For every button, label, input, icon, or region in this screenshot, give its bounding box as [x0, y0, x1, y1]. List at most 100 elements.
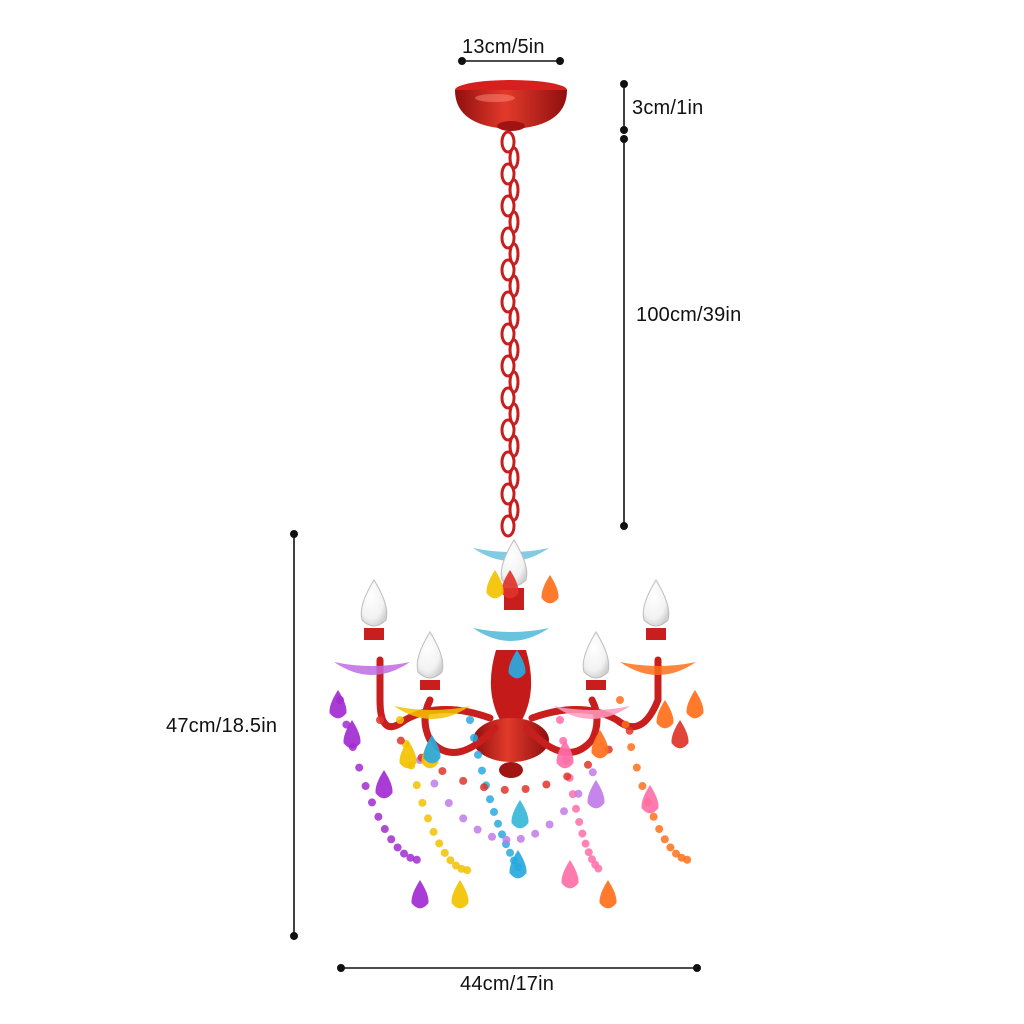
chandelier-arm [376, 656, 494, 731]
crystal-bead [616, 696, 624, 704]
crystal-bead [563, 772, 572, 781]
chain-link [500, 354, 516, 378]
crystal-bead [494, 819, 502, 828]
crystal-bead [393, 843, 402, 852]
crystal-bead [374, 812, 383, 821]
crystal-bead [488, 832, 496, 841]
bobeche-cup [394, 706, 470, 719]
chain-link [500, 482, 516, 506]
crystal-bead [444, 799, 453, 808]
crystal-teardrop [591, 730, 609, 759]
crystal-drops [329, 570, 704, 909]
crystal-bead [400, 849, 408, 858]
chain-length-label: 100cm/39in [636, 304, 742, 326]
chain-link [500, 450, 516, 474]
crystal-bead [361, 782, 370, 791]
crystal-bead [498, 830, 506, 839]
crystal-bead [387, 835, 396, 844]
chain-link [500, 290, 516, 314]
crystal-teardrop [423, 735, 441, 764]
canopy-diameter-label: 13cm/5in [462, 36, 545, 58]
suspension-chain [500, 130, 520, 538]
crystal-bead [672, 849, 680, 858]
crystal-teardrop [501, 570, 519, 599]
chain-link [500, 386, 516, 410]
dimension-lines [289, 56, 701, 972]
chain-link [500, 162, 516, 186]
crystal-bead [584, 848, 593, 857]
crystal-bead [560, 807, 568, 816]
crystal-bead [368, 798, 376, 807]
bulb [360, 579, 388, 627]
crystal-bead [521, 784, 530, 793]
canopy-height-label: 3cm/1in [632, 97, 704, 119]
center-glass-column [490, 650, 532, 720]
candle-sleeve [420, 680, 440, 690]
crystal-bead [440, 848, 449, 857]
crystal-bead [666, 843, 675, 852]
crystal-bead [438, 767, 447, 776]
crystal-bead [470, 733, 478, 742]
crystal-bead [542, 780, 551, 789]
crystal-bead [480, 783, 488, 792]
candle-sleeve [646, 628, 666, 640]
crystal-bead [556, 716, 564, 724]
crystal-bead [574, 789, 583, 798]
chain-link [500, 258, 516, 282]
crystal-teardrop [671, 720, 689, 749]
crystal-bead [572, 804, 580, 813]
crystal-teardrop [508, 650, 526, 679]
bulb [416, 631, 444, 679]
crystal-bead [502, 835, 511, 844]
crystal-bead [459, 776, 468, 785]
crystal-bead [446, 856, 455, 865]
crystal-bead [473, 825, 482, 834]
crystal-bead [627, 743, 636, 752]
crystal-teardrop [561, 860, 579, 889]
crystal-bead [424, 814, 432, 823]
crystal-bead [474, 750, 482, 759]
chain-link [500, 322, 516, 346]
crystal-bead [430, 779, 439, 788]
body-width-label: 44cm/17in [460, 973, 555, 995]
crystal-teardrop [556, 740, 574, 769]
crystal-bead [575, 817, 584, 826]
crystal-bead [478, 766, 486, 775]
crystal-bead [463, 866, 472, 875]
crystal-teardrop [375, 770, 393, 799]
bulb [642, 579, 670, 627]
bobeche-cup [334, 662, 410, 675]
bobeche-cup [554, 706, 630, 719]
crystal-teardrop [509, 850, 527, 879]
chain-link [500, 194, 516, 218]
crystal-bead [660, 835, 669, 844]
crystal-bead [594, 864, 603, 873]
crystal-bead [412, 781, 421, 790]
crystal-bead [355, 763, 364, 772]
crystal-bead [459, 814, 468, 823]
crystal-bead [516, 834, 525, 843]
crystal-bead [500, 785, 509, 794]
candle-sleeve [364, 628, 384, 640]
crystal-bead [486, 795, 494, 804]
crystal-bead [506, 848, 514, 857]
crystal-teardrop [411, 880, 429, 909]
crystal-teardrop [486, 570, 504, 599]
bobeche-cup [620, 662, 696, 675]
crystal-teardrop [541, 575, 559, 604]
bulb [582, 631, 610, 679]
crystal-bead [632, 763, 641, 772]
crystal-teardrop [399, 740, 417, 769]
crystal-bead [584, 760, 592, 769]
crystal-bead [380, 825, 389, 834]
crystal-bead [531, 829, 540, 838]
crystal-teardrop [587, 780, 605, 809]
crystal-bead [655, 825, 664, 834]
bottom-finial [499, 762, 523, 778]
crystal-teardrop [599, 880, 617, 909]
crystal-bead [429, 827, 438, 836]
crystal-teardrop [329, 690, 347, 719]
crystal-bead [588, 768, 597, 777]
crystal-bead [545, 820, 554, 829]
